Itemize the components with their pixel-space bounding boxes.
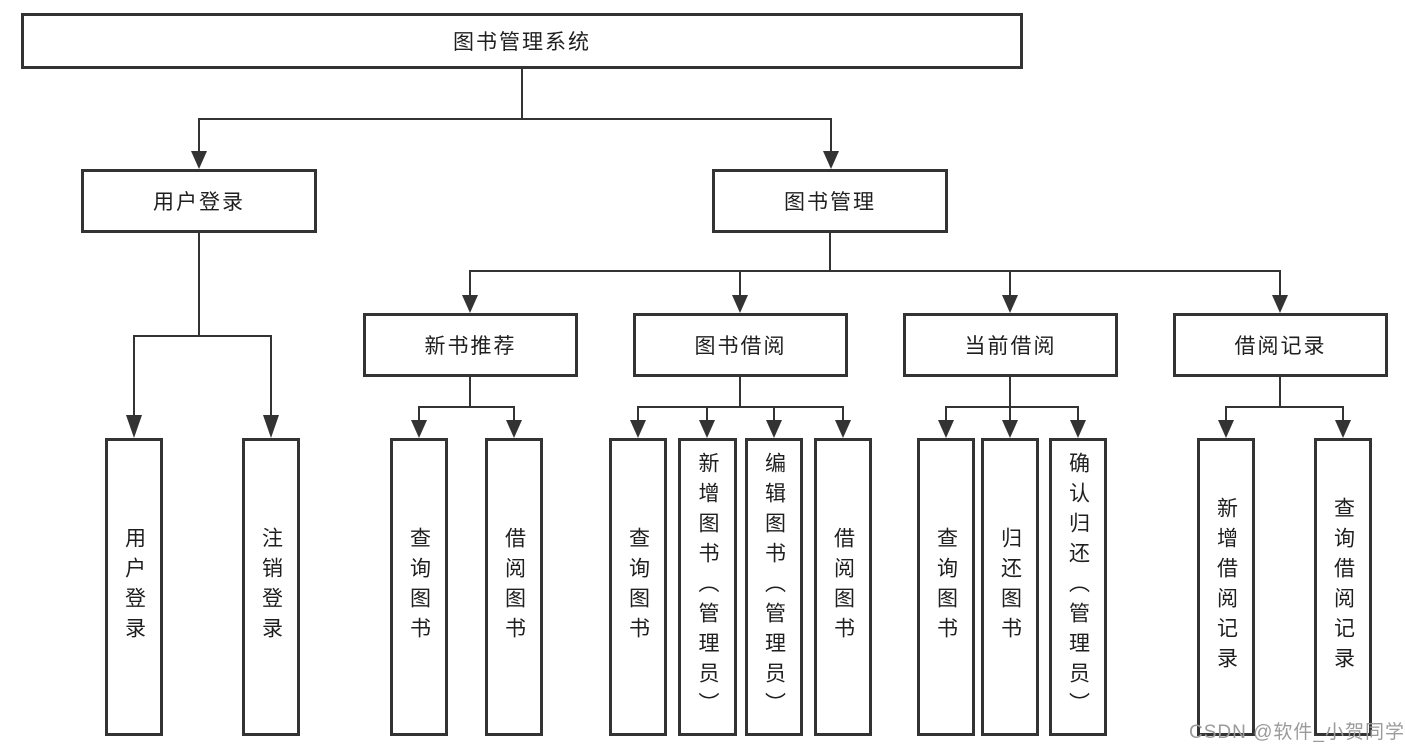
connector-arrow-shaft [1009, 270, 1011, 298]
connector-arrow-shaft [706, 406, 708, 423]
arrowhead-icon [823, 151, 839, 169]
node-label: 借阅记录 [1234, 335, 1327, 358]
leaf-logout: 注销登录 [242, 438, 300, 736]
connector-branch [945, 406, 1079, 408]
arrowhead-icon [766, 420, 782, 438]
leaf-edit-books-admin: 编辑图书（管理员） [745, 438, 803, 736]
connector-branch [418, 406, 515, 408]
leaf-return-books: 归还图书 [981, 438, 1039, 736]
arrowhead-icon [630, 420, 646, 438]
leaf-label: 查询借阅记录 [1331, 497, 1355, 677]
arrowhead-icon [1070, 420, 1086, 438]
leaf-query-books-recommend: 查询图书 [390, 438, 448, 736]
node-label: 图书借阅 [694, 335, 787, 358]
leaf-confirm-return-admin: 确认归还（管理员） [1049, 438, 1107, 736]
connector-arrow-shaft [637, 406, 639, 423]
node-label: 图书管理 [784, 191, 876, 214]
leaf-label: 注销登录 [259, 527, 283, 647]
connector-arrow-shaft [773, 406, 775, 423]
arrowhead-icon [506, 420, 522, 438]
leaf-label: 编辑图书（管理员） [762, 452, 786, 722]
arrowhead-icon [1272, 295, 1288, 313]
leaf-user-login: 用户登录 [105, 438, 163, 736]
leaf-label: 确认归还（管理员） [1066, 452, 1090, 722]
arrowhead-icon [462, 295, 478, 313]
leaf-query-books-current: 查询图书 [917, 438, 975, 736]
arrowhead-icon [835, 420, 851, 438]
connector-arrow-shaft [469, 270, 471, 298]
connector-stem [198, 233, 200, 335]
connector-stem [1279, 377, 1281, 406]
node-label: 新书推荐 [424, 335, 517, 358]
leaf-borrow-books-recommend: 借阅图书 [485, 438, 543, 736]
connector-arrow-shaft [1077, 406, 1079, 423]
connector-arrow-shaft [1009, 406, 1011, 423]
connector-stem [469, 377, 471, 406]
node-new-book-recommend: 新书推荐 [363, 313, 578, 377]
arrowhead-icon [263, 415, 279, 438]
node-system-root: 图书管理系统 [21, 13, 1023, 69]
leaf-query-borrow-record: 查询借阅记录 [1314, 438, 1372, 736]
connector-arrow-shaft [270, 335, 272, 419]
connector-arrow-shaft [133, 335, 135, 419]
leaf-label: 用户登录 [122, 527, 146, 647]
arrowhead-icon [1218, 420, 1234, 438]
node-label: 当前借阅 [964, 335, 1057, 358]
node-label: 图书管理系统 [453, 31, 591, 54]
connector-branch [1225, 406, 1344, 408]
leaf-add-books-admin: 新增图书（管理员） [678, 438, 737, 736]
arrowhead-icon [411, 420, 427, 438]
connector-branch [198, 118, 832, 120]
arrowhead-icon [1335, 420, 1351, 438]
leaf-label: 借阅图书 [502, 527, 526, 647]
arrowhead-icon [938, 420, 954, 438]
connector-arrow-shaft [198, 118, 200, 154]
connector-stem [521, 69, 523, 118]
leaf-label: 借阅图书 [831, 527, 855, 647]
connector-arrow-shaft [830, 118, 832, 154]
arrowhead-icon [1002, 420, 1018, 438]
connector-arrow-shaft [418, 406, 420, 423]
connector-stem [1009, 377, 1011, 406]
connector-branch [133, 335, 272, 337]
connector-arrow-shaft [739, 270, 741, 298]
connector-arrow-shaft [1342, 406, 1344, 423]
arrowhead-icon [126, 415, 142, 438]
node-current-borrowing: 当前借阅 [903, 313, 1118, 377]
node-book-management: 图书管理 [712, 169, 948, 233]
connector-arrow-shaft [1279, 270, 1281, 298]
arrowhead-icon [699, 420, 715, 438]
leaf-label: 新增图书（管理员） [696, 452, 719, 722]
connector-branch [469, 270, 1281, 272]
leaf-label: 查询图书 [626, 527, 650, 647]
csdn-watermark: CSDN @软件_小贺同学 [1189, 722, 1405, 743]
connector-stem [829, 233, 831, 270]
connector-branch [637, 406, 844, 408]
leaf-query-books-borrowing: 查询图书 [609, 438, 667, 736]
leaf-label: 新增借阅记录 [1214, 497, 1238, 677]
leaf-borrow-books: 借阅图书 [814, 438, 872, 736]
node-book-borrowing: 图书借阅 [633, 313, 848, 377]
connector-arrow-shaft [513, 406, 515, 423]
node-label: 用户登录 [153, 191, 245, 214]
leaf-label: 查询图书 [407, 527, 431, 647]
connector-stem [739, 377, 741, 406]
leaf-label: 查询图书 [934, 527, 958, 647]
leaf-label: 归还图书 [998, 527, 1022, 647]
arrowhead-icon [732, 295, 748, 313]
connector-arrow-shaft [1225, 406, 1227, 423]
node-user-login: 用户登录 [81, 169, 317, 233]
connector-arrow-shaft [842, 406, 844, 423]
node-borrow-records: 借阅记录 [1173, 313, 1388, 377]
leaf-add-borrow-record: 新增借阅记录 [1197, 438, 1255, 736]
arrowhead-icon [1002, 295, 1018, 313]
connector-arrow-shaft [945, 406, 947, 423]
arrowhead-icon [191, 151, 207, 169]
